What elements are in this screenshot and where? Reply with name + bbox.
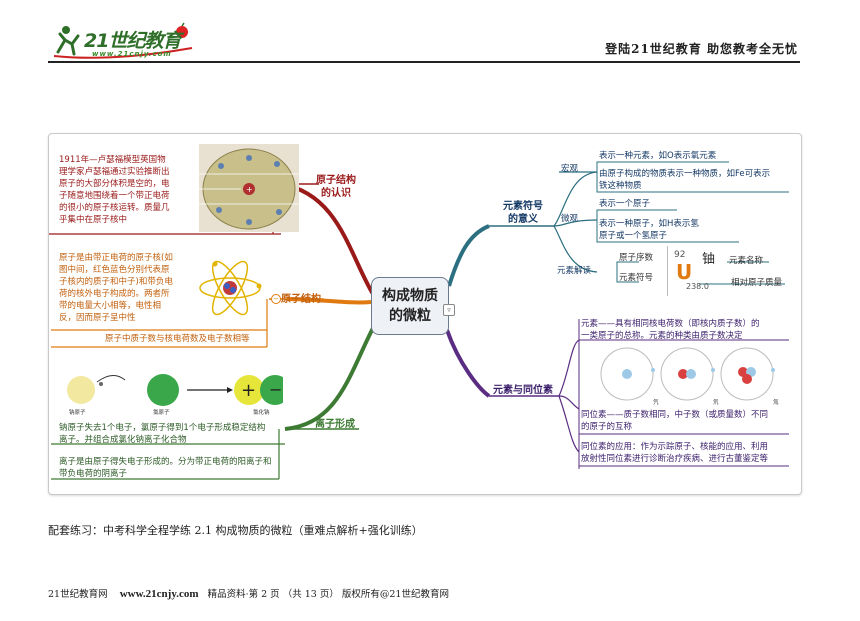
rutherford-model-image: + [199, 144, 299, 232]
header-slogan: 登陆21世纪教育 助您教考全无忧 [605, 42, 798, 56]
isotope-definition: 同位素——质子数相同，中子数（或质量数）不同 的原子的互称 [581, 409, 768, 433]
ion-text-line: 带负电荷的阴离子 [59, 469, 128, 479]
element-def-line: 元素——具有相同核电荷数（即核内质子数）的 [581, 319, 760, 329]
central-topic-line: 的微粒 [389, 308, 431, 324]
ion-formation-text2: 离子是由原子得失电子形成的。分为带正电荷的阳离子和 带负电荷的阴离子 [59, 456, 272, 480]
ion-text-line: 离子是由原子得失电子形成的。分为带正电荷的阳离子和 [59, 457, 272, 467]
rutherford-line: 理学家卢瑟福通过实验推断出 [59, 167, 170, 177]
central-topic-line: 构成物质 [382, 288, 438, 304]
footer-url[interactable]: www.21cnjy.com [119, 588, 199, 600]
isotope-app-line: 同位素的应用：作为示踪原子、核能的应用、利用 [581, 442, 769, 452]
element-card: 92 铀 U 238.0 [667, 246, 720, 296]
rutherford-line: 子随意地围绕着一个带正电荷 [59, 191, 170, 201]
logo-text: 21世纪教育 [84, 30, 181, 52]
atomic-number-label: 原子序数 [619, 253, 654, 263]
isotope-image [597, 344, 777, 404]
rutherford-line: 1911年—卢瑟福模型英国物 [59, 155, 166, 165]
ion-label-chlorine: 氯原子 [153, 410, 170, 416]
isotope-label-protium: 氕 [653, 400, 659, 406]
element-chinese-name: 铀 [702, 252, 716, 267]
atom-model-image [195, 258, 265, 318]
atom-structure-note: 原子中质子数与核电荷数及电子数相等 [105, 334, 250, 344]
branch-title-atom-discovery[interactable]: 原子结构 的认识 [311, 174, 361, 200]
atom-structure-line: 原子是由带正电荷的原子核(如 [59, 253, 173, 263]
atom-structure-line: 图中间，红色蓝色分别代表原 [59, 265, 170, 275]
rutherford-line: 原子的大部分体积是空的，电 [59, 179, 170, 189]
ion-formation-text1: 钠原子失去1个电子，氯原子得到1个电子形成稳定结构 离子。并组合成氯化钠离子化合… [59, 422, 265, 446]
svg-text:+: + [246, 185, 253, 194]
isotope-def-line: 同位素——质子数相同，中子数（或质量数）不同 [581, 410, 769, 420]
page-footer: 21世纪教育网 www.21cnjy.com 精品资料·第 2 页 （共 13 … [48, 586, 449, 600]
branch-title-line: 的认识 [321, 188, 351, 199]
branch-title-line: 元素符号 [503, 201, 543, 212]
mind-map-lines [49, 161, 789, 480]
isotope-label-tritium: 氚 [773, 400, 779, 406]
micro-item-1: 表示一个原子 [599, 199, 651, 209]
svg-text:+: + [241, 380, 256, 401]
isotope-def-line: 的原子的互称 [581, 422, 633, 432]
hydrogen-isotopes-illustration [600, 347, 775, 401]
atom-structure-line: 带的电量大小相等，电性相 [59, 301, 162, 311]
rutherford-line: 乎集中在原子核中 [59, 215, 128, 225]
macro-label: 宏观 [561, 164, 579, 174]
macro-item-1: 表示一种元素，如O表示氧元素 [599, 151, 717, 161]
ion-text-line: 离子。并组合成氯化钠离子化合物 [59, 435, 187, 445]
isotope-app-line: 放射性同位素进行诊断治疗疾病、进行古董鉴定等 [581, 454, 769, 464]
mind-map: 1911年—卢瑟福模型英国物 理学家卢瑟福通过实验推断出 原子的大部分体积是空的… [48, 133, 802, 495]
svg-text:−: − [269, 380, 282, 399]
footer-info: 精品资料·第 2 页 （共 13 页） 版权所有@21世纪教育网 [207, 589, 449, 600]
ion-text-line: 钠原子失去1个电子，氯原子得到1个电子形成稳定结构 [59, 423, 266, 433]
atomic-mass-label: 相对原子质量 [731, 278, 783, 288]
symbol-label: 元素符号 [619, 273, 654, 283]
element-number: 92 [674, 250, 686, 260]
atom-orbit-icon [199, 260, 262, 316]
macro-item-line: 铁这种物质 [599, 181, 642, 191]
atom-structure-line: 反，因而原子呈中性 [59, 313, 136, 323]
rutherford-line: 的很小的原子核运转。质量几 [59, 203, 170, 213]
macro-item-2: 由原子构成的物质表示一种物质，如Fe可表示 铁这种物质 [599, 168, 770, 192]
branch-title-atom-structure[interactable]: 原子结构 [281, 294, 321, 305]
isotope-application: 同位素的应用：作为示踪原子、核能的应用、利用 放射性同位素进行诊断治疗疾病、进行… [581, 441, 768, 465]
logo-url[interactable]: www.21cnjy.com [92, 50, 172, 58]
rutherford-text: 1911年—卢瑟福模型英国物 理学家卢瑟福通过实验推断出 原子的大部分体积是空的… [59, 154, 199, 226]
site-logo[interactable] [52, 22, 202, 62]
runner-logo-icon [53, 22, 193, 59]
isotope-label-deuterium: 氘 [713, 400, 719, 406]
atom-structure-line: 荷的核外电子构成的。两者所 [59, 289, 170, 299]
element-def-line: 一类原子的总称。元素的种类由质子数决定 [581, 331, 743, 341]
filter-icon[interactable]: ▿ [443, 304, 455, 316]
central-topic[interactable]: 构成物质 的微粒 [371, 277, 449, 335]
atom-structure-text: 原子是由带正电荷的原子核(如 图中间，红色蓝色分别代表原 子核内的质子和中子)和… [59, 252, 199, 324]
branch-title-symbol-meaning[interactable]: 元素符号 的意义 [491, 200, 555, 226]
element-mass: 238.0 [686, 282, 709, 291]
branch-title-ion-formation[interactable]: 离子形成 [315, 419, 355, 430]
collapse-toggle-icon[interactable]: − [271, 294, 281, 304]
macro-item-line: 由原子构成的物质表示一种物质，如Fe可表示 [599, 169, 771, 179]
decode-label: 元素解读 [557, 266, 592, 276]
branch-title-element-isotope[interactable]: 元素与同位素 [493, 385, 553, 396]
element-name-label: 元素名称 [729, 256, 764, 266]
branch-title-line: 原子结构 [316, 175, 356, 186]
micro-item-line: 原子或一个氢原子 [599, 231, 668, 241]
atom-structure-line: 子核内的质子和中子)和带负电 [59, 277, 173, 287]
ion-formation-image: + − [63, 370, 290, 430]
micro-item-line: 表示一种原子，如H表示氢 [599, 219, 699, 229]
exercise-caption: 配套练习：中考科学全程学练 2.1 构成物质的微粒（重难点解析+强化训练） [48, 524, 423, 537]
element-symbol: U [676, 260, 693, 284]
element-definition: 元素——具有相同核电荷数（即核内质子数）的 一类原子的总称。元素的种类由质子数决… [581, 318, 760, 342]
gold-foil-model-icon: + [199, 144, 299, 232]
micro-item-2: 表示一种原子，如H表示氢 原子或一个氢原子 [599, 218, 699, 242]
ion-formation-illustration: + − [67, 374, 290, 406]
ion-label-sodium-chloride: 氯化钠 [253, 410, 270, 416]
header-divider [48, 61, 800, 63]
branch-title-line: 的意义 [508, 214, 538, 225]
micro-label: 微观 [561, 214, 579, 224]
ion-label-sodium: 钠原子 [69, 410, 86, 416]
footer-site-name: 21世纪教育网 [48, 589, 108, 600]
